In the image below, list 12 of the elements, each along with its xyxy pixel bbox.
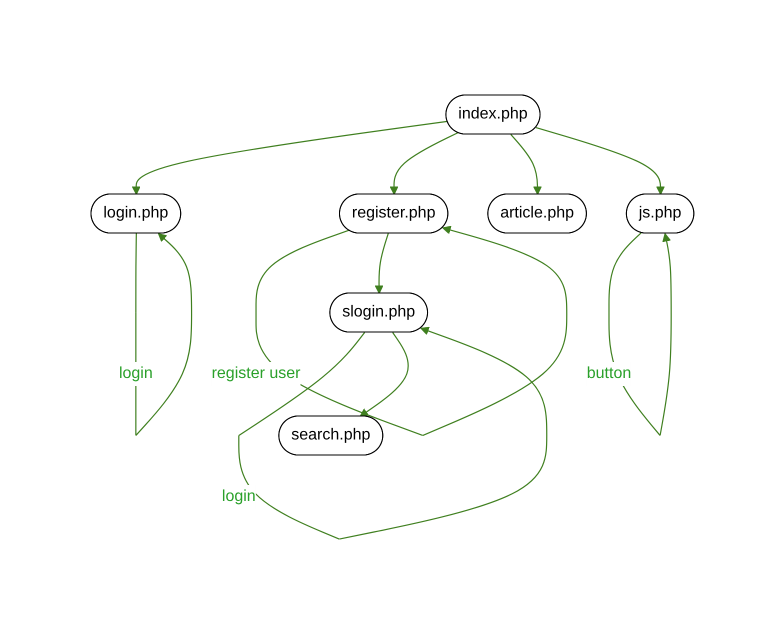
arrow <box>238 326 547 540</box>
arrow <box>510 134 542 195</box>
edge-label: login <box>118 364 152 382</box>
arrow <box>374 233 388 294</box>
arrow <box>389 132 458 195</box>
arrow <box>359 332 408 417</box>
arrow <box>131 120 448 195</box>
edge-label: button <box>586 364 631 382</box>
edge-label: login <box>221 488 256 505</box>
edge-label: register user <box>211 364 300 382</box>
arrow <box>535 126 664 195</box>
arrow <box>255 226 567 436</box>
